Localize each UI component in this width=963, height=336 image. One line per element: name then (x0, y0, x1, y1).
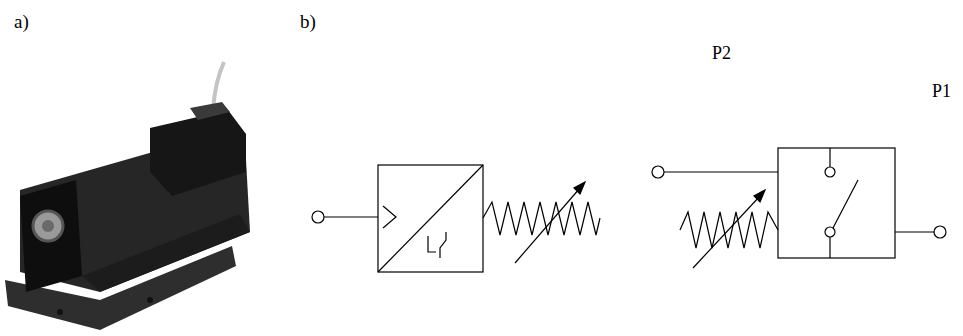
mount-hole (57, 309, 63, 315)
mount-hole (147, 297, 153, 303)
screw-head (42, 220, 54, 232)
front-face (20, 180, 82, 292)
transducer-symbol (312, 165, 600, 272)
screw (33, 211, 63, 241)
port-label: P1 (932, 82, 951, 100)
switch-photo (5, 62, 250, 330)
cable-gland (190, 102, 230, 120)
connector-block (150, 110, 246, 196)
panel-label: a) (14, 12, 29, 31)
port-label: P2 (712, 44, 731, 62)
pressure-switch-symbol (652, 148, 946, 268)
panel-label: b) (300, 12, 316, 31)
body-edge (82, 214, 250, 292)
